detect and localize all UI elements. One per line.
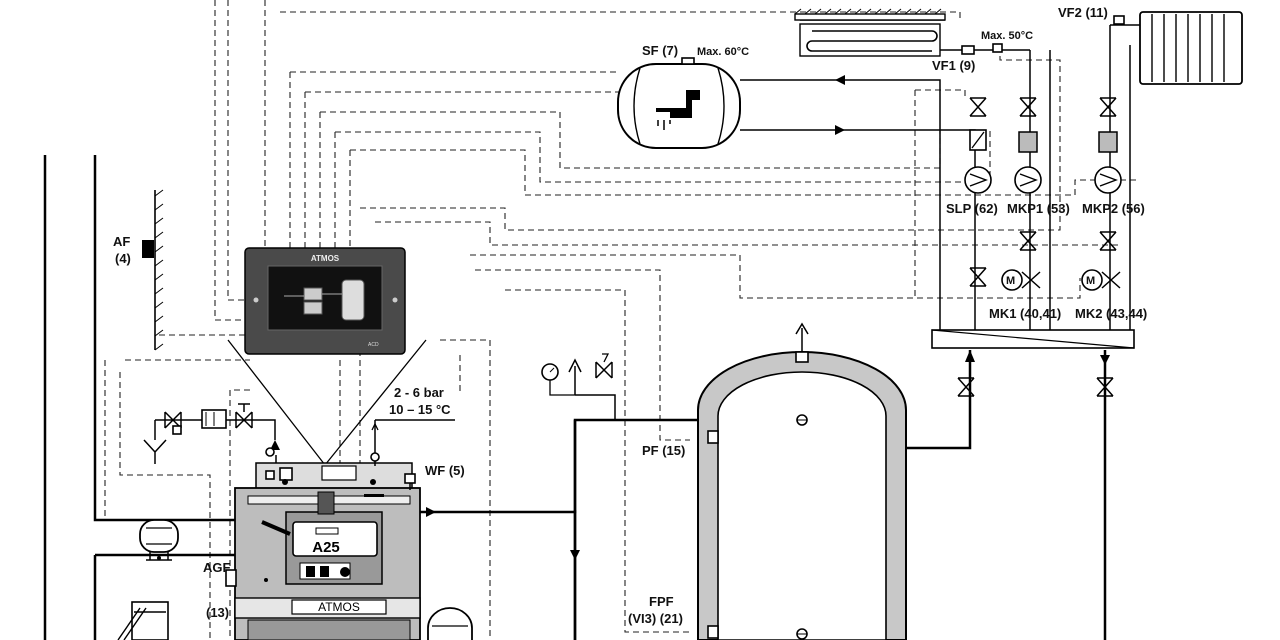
vent-arrow-icon [568, 358, 582, 395]
thermostat-icon [992, 43, 1003, 53]
motor-icon [1081, 269, 1103, 291]
svg-text:M: M [1086, 275, 1095, 287]
af-sensor-icon [142, 240, 154, 258]
controller-brand: ATMOS [311, 254, 340, 263]
air-vent-icon [795, 322, 809, 352]
pump-group-mkp1: M [1001, 97, 1042, 291]
screen-boiler-icon [303, 287, 323, 301]
boiler-model-label: A25 [312, 539, 340, 556]
screen-tank-icon [341, 279, 365, 321]
motor-icon [1001, 269, 1023, 291]
valve-icon [1099, 231, 1117, 251]
vf2-label: VF2 (11) [1058, 5, 1108, 20]
pf-label: PF (15) [642, 443, 685, 458]
pressure-label: 2 - 6 bar [394, 385, 444, 400]
vf1-label: VF1 (9) [932, 58, 975, 73]
arrow-left-icon [835, 75, 845, 85]
arrow-right-icon [835, 125, 845, 135]
boiler-brand-label: ATMOS [318, 600, 360, 614]
valve-icon [957, 377, 975, 397]
arrow-up-icon [270, 440, 280, 450]
sf-label: SF (7) [642, 43, 678, 58]
flow-arrows [270, 75, 1110, 560]
hot-water-tank [617, 57, 741, 149]
valve-icon [969, 267, 987, 287]
valve-icon [164, 411, 182, 429]
controller-small-label: ACD [368, 342, 379, 348]
pump-group-mkp2: M [1081, 97, 1122, 291]
valve-icon [235, 411, 253, 429]
faucet-icon [656, 90, 700, 130]
vf1-max-label: Max. 50°C [981, 30, 1033, 42]
svg-text:M: M [1006, 275, 1015, 287]
cold-water-inlet [143, 403, 253, 464]
safety-group [541, 353, 613, 396]
outdoor-wall [142, 189, 164, 351]
slp-label: SLP (62) [946, 201, 998, 216]
fpf-sensor-icon [707, 625, 719, 639]
fpf-label: FPF [649, 594, 674, 609]
pf-sensor-icon [707, 430, 719, 444]
filter-icon [1018, 131, 1038, 153]
pump-icon [1094, 166, 1122, 194]
agf-sensor-icon [225, 569, 237, 587]
vf1-sensor-icon [961, 45, 975, 55]
valve-icon [1019, 97, 1037, 117]
af-number: (4) [115, 251, 131, 266]
sf-max-label: Max. 60°C [697, 46, 749, 58]
pump-icon [1014, 166, 1042, 194]
arrow-down-icon [1100, 355, 1110, 365]
radiator [1113, 11, 1243, 85]
expansion-vessel [427, 607, 473, 640]
thermostatic-valve [139, 519, 179, 561]
buffer-tank [697, 322, 907, 640]
controller-unit: ATMOS ACD [244, 247, 406, 355]
agf-label: AGF [203, 560, 231, 575]
fpf-number: (VI3) (21) [628, 611, 683, 626]
mkp1-label: MKP1 (53) [1007, 201, 1070, 216]
vf2-sensor-icon [1113, 15, 1125, 25]
agf-number: (13) [206, 605, 229, 620]
wf-label: WF (5) [425, 463, 465, 478]
af-label: AF [113, 234, 130, 249]
arrow-right-icon [426, 507, 436, 517]
underfloor-heating-panel [794, 8, 946, 57]
pump-group-slp [964, 97, 992, 287]
pump-icon [964, 166, 992, 194]
valve-icon [1096, 377, 1114, 397]
valve-icon [969, 97, 987, 117]
mkp2-label: MKP2 (56) [1082, 201, 1145, 216]
wf-sensor-icon [404, 473, 416, 484]
temperature-label: 10 – 15 °C [389, 402, 451, 417]
boiler [234, 447, 421, 640]
flue-fan [117, 601, 169, 640]
arrow-down-icon [570, 550, 580, 560]
mk1-label: MK1 (40,41) [989, 306, 1061, 321]
valve-icon [1019, 231, 1037, 251]
arrow-up-icon [965, 350, 975, 362]
valve-icon [1099, 97, 1117, 117]
drain-icon [143, 439, 167, 464]
filter-icon [1098, 131, 1118, 153]
mk2-label: MK2 (43,44) [1075, 306, 1147, 321]
safety-valve-icon [595, 361, 613, 379]
